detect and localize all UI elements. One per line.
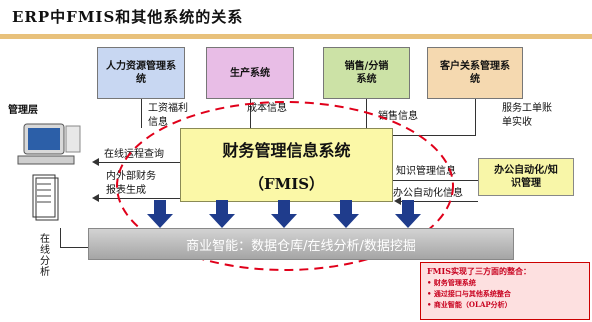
report-arrow	[98, 198, 180, 199]
note-item: • 通过接口与其他系统整合	[427, 289, 511, 298]
connector-crm-v	[475, 99, 476, 135]
report-arrowhead	[92, 194, 99, 202]
office-info-label: 办公自动化信息	[393, 188, 463, 199]
business-intelligence-bar: 商业智能：数据仓库/在线分析/数据挖掘	[88, 228, 514, 260]
office-automation-box: 办公自动化/知识管理	[478, 158, 574, 196]
analysis-line-v	[60, 228, 61, 248]
online-query-arrowhead	[92, 158, 99, 166]
sales-system-box: 销售/分销系统	[323, 47, 410, 99]
hr-system-box: 人力资源管理系统	[97, 47, 185, 99]
hr-system-label: 人力资源管理系统	[106, 61, 176, 85]
sales-info-label: 销售信息	[378, 111, 418, 122]
online-analysis-label: 在线分析	[40, 234, 50, 278]
management-label: 管理层	[8, 105, 38, 116]
cost-info-label: 成本信息	[247, 103, 287, 114]
down-arrows-group	[147, 200, 421, 228]
online-query-arrow	[98, 162, 180, 163]
fmis-subtitle: （FMIS）	[248, 175, 325, 193]
down-arrow-2	[209, 200, 235, 228]
connector-crm-h	[393, 135, 476, 136]
down-arrow-4	[333, 200, 359, 228]
fmis-box: 财务管理信息系统 （FMIS）	[180, 128, 393, 202]
salary-info-label: 工资福利信息	[148, 103, 188, 128]
page-title: ERP中FMIS和其他系统的关系	[12, 8, 244, 26]
knowledge-info-label: 知识管理信息	[396, 166, 456, 177]
title-divider	[0, 34, 592, 39]
analysis-line-h	[60, 247, 88, 248]
note-heading: FMIS实现了三方面的整合：	[427, 266, 532, 276]
connector-production	[250, 99, 251, 128]
report-document-icon	[32, 174, 59, 221]
sales-system-label: 销售/分销系统	[344, 61, 389, 85]
production-system-label: 生产系统	[230, 67, 270, 79]
knowledge-arrow	[393, 180, 478, 181]
business-intelligence-label: 商业智能：数据仓库/在线分析/数据挖掘	[186, 238, 416, 254]
down-arrow-1	[147, 200, 173, 228]
crm-system-label: 客户关系管理系统	[440, 61, 510, 85]
report-label: 内外部财务报表生成	[106, 171, 156, 196]
integration-note: FMIS实现了三方面的整合： • 财务管理系统 • 通过接口与其他系统整合 • …	[420, 262, 590, 320]
note-item: • 商业智能（OLAP分析）	[427, 300, 512, 309]
service-info-label: 服务工单账单实收	[502, 103, 552, 128]
crm-system-box: 客户关系管理系统	[427, 47, 523, 99]
office-arrowhead	[394, 197, 401, 205]
office-arrow	[400, 201, 478, 202]
connector-hr	[141, 99, 142, 128]
down-arrow-5	[395, 200, 421, 228]
office-automation-label: 办公自动化/知识管理	[494, 165, 558, 189]
online-query-label: 在线运程查询	[104, 149, 164, 160]
down-arrow-3	[271, 200, 297, 228]
note-item: • 财务管理系统	[427, 278, 476, 287]
computer-icon	[17, 123, 81, 165]
fmis-title: 财务管理信息系统	[222, 141, 351, 160]
production-system-box: 生产系统	[206, 47, 294, 99]
